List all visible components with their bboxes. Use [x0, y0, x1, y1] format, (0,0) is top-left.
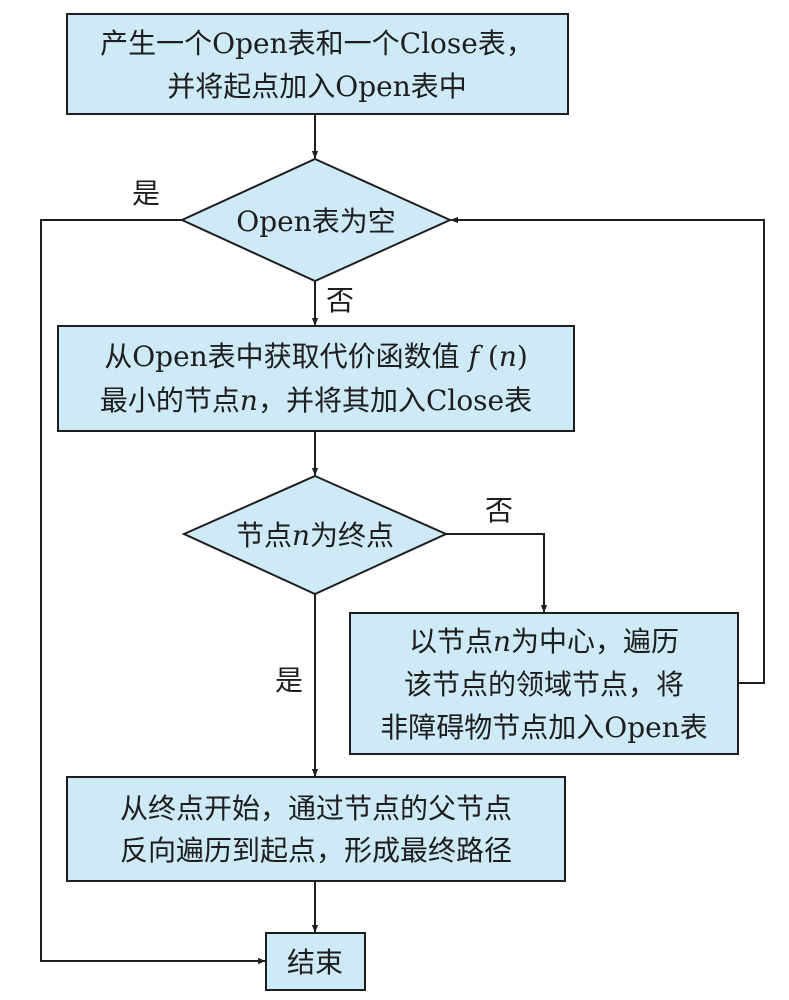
edge-open-empty-yes: [40, 219, 266, 965]
expand-line-2: 该节点的领域节点，将: [404, 668, 684, 701]
open-empty-decision: Open表为空: [179, 157, 453, 283]
backtrack-line-1: 从终点开始，通过节点的父节点: [120, 792, 512, 825]
expand-line-3: 非障碍物节点加入Open表: [380, 711, 707, 744]
open-empty-label: Open表为空: [236, 205, 395, 238]
is-goal-label: 节点n为终点: [236, 519, 394, 552]
backtrack-line-2: 反向遍历到起点，形成最终路径: [120, 834, 512, 867]
end-label: 结束: [287, 946, 343, 979]
start-line-1: 产生一个Open表和一个Close表，: [100, 27, 534, 60]
start-line-2: 并将起点加入Open表中: [167, 70, 466, 103]
edge-label-open-empty-yes: 是: [132, 177, 160, 210]
expand-line-1: 以节点n为中心，遍历: [409, 625, 679, 658]
edge-label-open-empty-no: 否: [326, 284, 354, 317]
select-min-line-1: 从Open表中获取代价函数值 f (n): [104, 340, 528, 373]
is-goal-decision: 节点n为终点: [181, 474, 449, 596]
edge-is-goal-no: [446, 533, 548, 613]
edge-expand-loop-back: [450, 216, 765, 684]
start-process-node: 产生一个Open表和一个Close表， 并将起点加入Open表中: [66, 13, 569, 115]
end-node: 结束: [265, 932, 366, 991]
expand-process-node: 以节点n为中心，遍历 该节点的领域节点，将 非障碍物节点加入Open表: [349, 612, 739, 755]
backtrack-process-node: 从终点开始，通过节点的父节点 反向遍历到起点，形成最终路径: [66, 776, 566, 882]
edge-label-is-goal-yes: 是: [275, 664, 303, 697]
edge-label-is-goal-no: 否: [485, 494, 513, 527]
select-min-process-node: 从Open表中获取代价函数值 f (n) 最小的节点n，并将其加入Close表: [57, 325, 575, 432]
select-min-line-2: 最小的节点n，并将其加入Close表: [100, 384, 532, 417]
